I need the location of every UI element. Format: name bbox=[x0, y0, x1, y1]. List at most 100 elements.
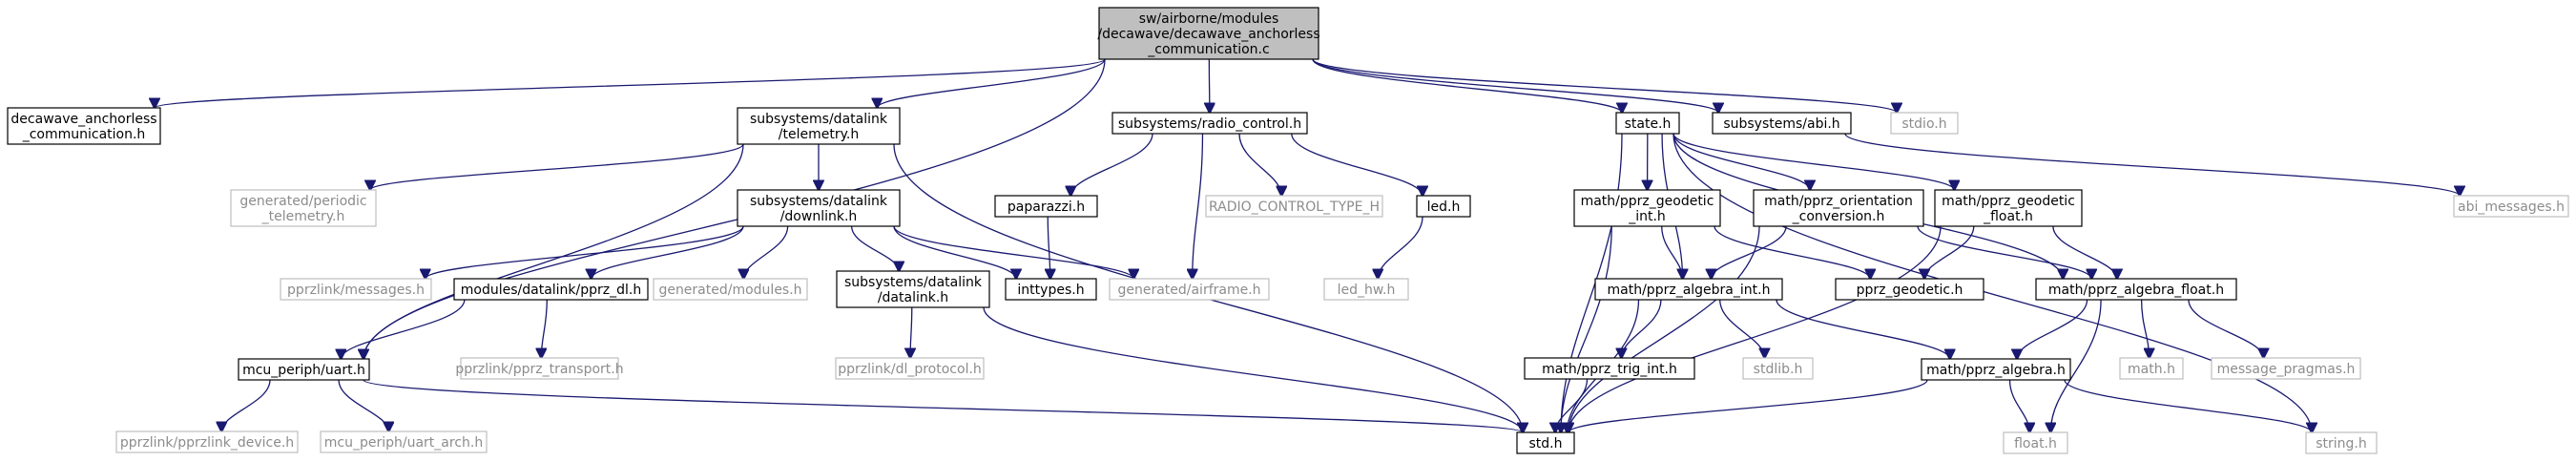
node-label-telemetry-1: /telemetry.h bbox=[779, 127, 859, 142]
edge-trig-to-stdbool bbox=[1555, 378, 1589, 432]
node-device[interactable]: pprzlink/pprzlink_device.h bbox=[115, 430, 299, 453]
node-label-geo_int-0: math/pprz_geodetic bbox=[1581, 194, 1714, 209]
node-label-float-0: float.h bbox=[2014, 436, 2057, 452]
edge-alg_int-to-alg bbox=[1776, 299, 1950, 359]
node-box-transport bbox=[460, 357, 619, 380]
edge-root-to-radio bbox=[1209, 58, 1210, 113]
node-pprz_dl[interactable]: modules/datalink/pprz_dl.h bbox=[453, 278, 649, 301]
edge-alg_float-to-math bbox=[2140, 299, 2150, 358]
node-label-telemetry-0: subsystems/datalink bbox=[750, 112, 888, 127]
node-label-uart-0: mcu_periph/uart.h bbox=[242, 363, 365, 378]
edge-datalink-to-stdbool bbox=[983, 306, 1523, 432]
node-root[interactable]: sw/airborne/modules/decawave/decawave_an… bbox=[1097, 7, 1320, 60]
node-label-led-0: led.h bbox=[1427, 200, 1461, 215]
node-geodetic[interactable]: pprz_geodetic.h bbox=[1835, 278, 1984, 301]
node-label-pprzlink_msgs-0: pprzlink/messages.h bbox=[287, 283, 425, 298]
node-state[interactable]: state.h bbox=[1615, 112, 1680, 135]
node-box-radio bbox=[1111, 112, 1308, 135]
node-label-geodetic-0: pprz_geodetic.h bbox=[1857, 283, 1963, 298]
node-periodic[interactable]: generated/periodic_telemetry.h bbox=[230, 189, 377, 227]
node-dl_proto[interactable]: pprzlink/dl_protocol.h bbox=[835, 357, 985, 380]
node-box-downlink bbox=[737, 189, 901, 227]
node-label-root-1: /decawave/decawave_anchorless bbox=[1097, 27, 1319, 42]
node-box-orient bbox=[1753, 189, 1924, 227]
edge-alg_int-to-trig bbox=[1621, 299, 1662, 358]
node-geo_int[interactable]: math/pprz_geodetic_int.h bbox=[1573, 189, 1721, 227]
node-alg[interactable]: math/pprz_algebra.h bbox=[1921, 358, 2071, 381]
edge-radio-to-airframe bbox=[1193, 133, 1204, 279]
edge-geo_float-to-alg_float bbox=[2052, 225, 2117, 279]
node-stdlib[interactable]: stdlib.h bbox=[1742, 357, 1814, 380]
node-box-led bbox=[1416, 195, 1471, 218]
node-label-periodic-1: _telemetry.h bbox=[261, 209, 345, 224]
node-dac_h[interactable]: decawave_anchorless_communication.h bbox=[7, 107, 161, 145]
node-datalink[interactable]: subsystems/datalink/datalink.h bbox=[836, 270, 990, 308]
edge-alg-to-string bbox=[2064, 379, 2312, 432]
node-box-gen_modules bbox=[653, 278, 808, 301]
node-geo_float[interactable]: math/pprz_geodetic_float.h bbox=[1934, 189, 2083, 227]
edge-paparazzi-to-inttypes bbox=[1048, 216, 1050, 279]
node-transport[interactable]: pprzlink/pprz_transport.h bbox=[455, 357, 624, 380]
node-math[interactable]: math.h bbox=[2119, 357, 2184, 380]
node-airframe[interactable]: generated/airframe.h bbox=[1109, 278, 1270, 301]
edge-state-to-geo_float bbox=[1672, 133, 1954, 190]
edge-root-to-dac_h bbox=[155, 58, 1106, 108]
node-pprzlink_msgs[interactable]: pprzlink/messages.h bbox=[280, 278, 432, 301]
node-abi_msgs[interactable]: abi_messages.h bbox=[2453, 195, 2569, 218]
node-stdbool[interactable]: std.h bbox=[1516, 431, 1575, 454]
node-telemetry[interactable]: subsystems/datalink/telemetry.h bbox=[737, 107, 901, 145]
node-downlink[interactable]: subsystems/datalink/downlink.h bbox=[737, 189, 901, 227]
node-inttypes[interactable]: inttypes.h bbox=[1005, 278, 1097, 301]
node-paparazzi[interactable]: paparazzi.h bbox=[994, 195, 1098, 218]
node-box-datalink bbox=[836, 270, 990, 308]
edge-uart-to-stdbool bbox=[363, 379, 1523, 432]
node-label-airframe-0: generated/airframe.h bbox=[1117, 283, 1260, 298]
node-box-stdlib bbox=[1742, 357, 1814, 380]
node-alg_int[interactable]: math/pprz_algebra_int.h bbox=[1594, 278, 1783, 301]
node-label-gen_modules-0: generated/modules.h bbox=[658, 283, 801, 298]
node-label-downlink-1: /downlink.h bbox=[780, 209, 858, 224]
node-stdio[interactable]: stdio.h bbox=[1890, 112, 1959, 135]
node-uart[interactable]: mcu_periph/uart.h bbox=[238, 358, 370, 381]
node-string[interactable]: string.h bbox=[2305, 431, 2378, 454]
node-uart_arch[interactable]: mcu_periph/uart_arch.h bbox=[320, 430, 488, 453]
node-label-string-0: string.h bbox=[2316, 436, 2367, 452]
node-orient[interactable]: math/pprz_orientation_conversion.h bbox=[1753, 189, 1924, 227]
node-trig[interactable]: math/pprz_trig_int.h bbox=[1524, 357, 1695, 380]
node-box-float bbox=[2003, 431, 2068, 454]
edge-abi-to-abi_msgs bbox=[1844, 133, 2460, 196]
node-box-led_hw bbox=[1323, 278, 1409, 301]
node-label-math-0: math.h bbox=[2128, 362, 2175, 377]
edge-root-to-telemetry bbox=[877, 58, 1106, 108]
node-float[interactable]: float.h bbox=[2003, 431, 2068, 454]
edge-downlink-to-gen_modules bbox=[743, 225, 789, 279]
node-abi[interactable]: subsystems/abi.h bbox=[1712, 112, 1852, 135]
node-label-radio-0: subsystems/radio_control.h bbox=[1118, 116, 1301, 132]
node-label-dac_h-0: decawave_anchorless bbox=[10, 112, 156, 127]
node-gen_modules[interactable]: generated/modules.h bbox=[653, 278, 808, 301]
edge-uart-to-device bbox=[221, 379, 271, 431]
node-box-inttypes bbox=[1005, 278, 1097, 301]
node-alg_float[interactable]: math/pprz_algebra_float.h bbox=[2035, 278, 2237, 301]
edge-pprz_dl-to-transport bbox=[541, 299, 548, 358]
edge-downlink-to-airframe bbox=[893, 225, 1133, 279]
node-label-root-0: sw/airborne/modules bbox=[1139, 11, 1279, 27]
node-label-alg-0: math/pprz_algebra.h bbox=[1926, 363, 2066, 378]
edge-root-to-abi bbox=[1312, 58, 1718, 113]
edge-alg_float-to-float bbox=[2050, 299, 2102, 432]
edge-geo_int-to-stdbool bbox=[1561, 225, 1612, 432]
node-led_hw[interactable]: led_hw.h bbox=[1323, 278, 1409, 301]
node-label-stdbool-0: std.h bbox=[1529, 436, 1563, 452]
edge-state-to-orient bbox=[1672, 133, 1810, 190]
edge-radio-to-rc_type bbox=[1238, 133, 1281, 196]
node-label-transport-0: pprzlink/pprz_transport.h bbox=[455, 362, 623, 377]
node-label-dl_proto-0: pprzlink/dl_protocol.h bbox=[838, 362, 982, 377]
node-led[interactable]: led.h bbox=[1416, 195, 1471, 218]
node-label-alg_int-0: math/pprz_algebra_int.h bbox=[1608, 283, 1771, 298]
node-box-dl_proto bbox=[835, 357, 985, 380]
edge-geo_int-to-geodetic bbox=[1714, 225, 1870, 279]
node-radio[interactable]: subsystems/radio_control.h bbox=[1111, 112, 1308, 135]
node-box-periodic bbox=[230, 189, 377, 227]
node-rc_type[interactable]: RADIO_CONTROL_TYPE_H bbox=[1205, 195, 1383, 218]
node-pragmas[interactable]: message_pragmas.h bbox=[2211, 357, 2361, 380]
